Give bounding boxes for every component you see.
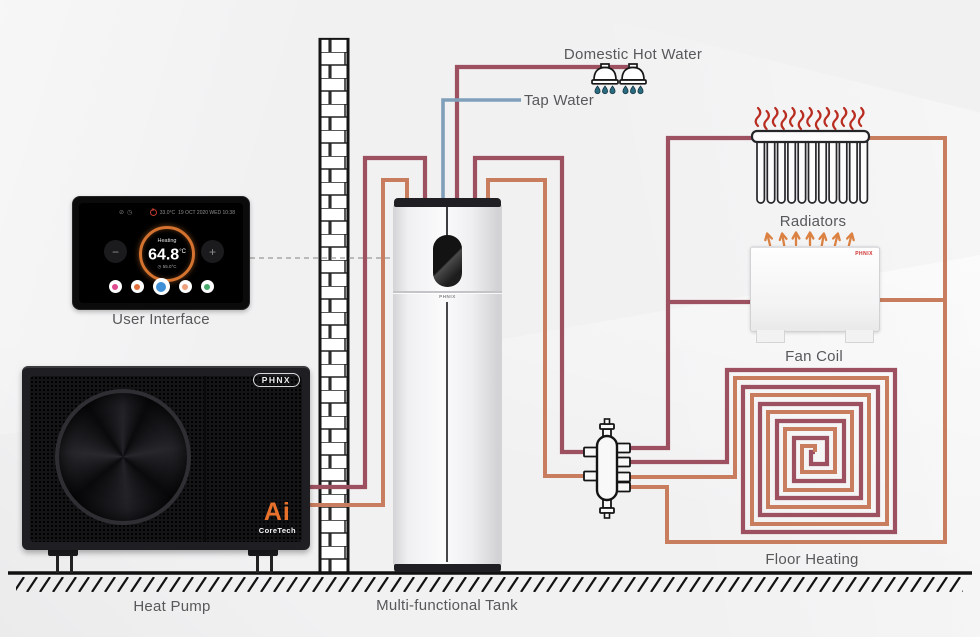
- label-heat-pump: Heat Pump: [133, 598, 211, 615]
- outdoor-temp: 33.0°C: [159, 209, 176, 216]
- fan-coil-unit: PHNIX: [750, 246, 880, 343]
- user-interface-panel: ⊘ ◷ 33.0°C 19 OCT 2020 WED 10:38 − Heati…: [72, 196, 250, 310]
- heat-pump-unit: PHNX Ai CoreTech: [22, 366, 310, 550]
- fan-coil-air-arrows: [762, 231, 857, 248]
- heat-pump-leg: [70, 552, 73, 573]
- power-icon: [149, 209, 157, 216]
- label-radiators: Radiators: [779, 213, 847, 230]
- current-temperature: 64.8°C: [148, 246, 186, 264]
- target-temperature: ◷ 55.0°C: [157, 263, 177, 269]
- thermostat-screen: ⊘ ◷ 33.0°C 19 OCT 2020 WED 10:38 − Heati…: [79, 203, 243, 303]
- mode-button-pink: [108, 280, 122, 293]
- label-domestic-hot-water: Domestic Hot Water: [563, 46, 703, 63]
- brick-wall: [318, 37, 350, 573]
- ai-coretech-logo: Ai CoreTech: [258, 497, 296, 535]
- tank-display-window: [433, 235, 462, 287]
- mode-button-row: [79, 278, 243, 295]
- mode-label: Heating: [157, 238, 177, 245]
- fan-coil-brand-label: PHNIX: [855, 251, 873, 257]
- brand-badge: PHNX: [252, 373, 300, 387]
- temperature-dial: Heating 64.8°C ◷ 55.0°C: [139, 226, 195, 282]
- label-fan-coil: Fan Coil: [785, 348, 843, 365]
- ground: [8, 571, 972, 592]
- timer-icon: ◷: [127, 210, 133, 216]
- lock-icon: ⊘: [119, 210, 125, 216]
- radiator-unit: [750, 106, 871, 204]
- temp-increase-button: +: [201, 240, 224, 263]
- heat-wave-icons: [754, 106, 865, 131]
- tank-brand-label: PHNIX: [439, 294, 456, 299]
- mode-button-blue-active: [152, 278, 170, 295]
- clock-icon: ◷: [157, 263, 162, 269]
- label-multi-functional-tank: Multi-functional Tank: [376, 597, 518, 614]
- datetime-text: 19 OCT 2020 WED 10:38: [178, 209, 235, 216]
- label-floor-heating: Floor Heating: [765, 551, 859, 568]
- pipe-tank-to-domestic-hot-water: [454, 64, 628, 212]
- label-tap-water: Tap Water: [524, 92, 595, 109]
- heat-pump-leg: [56, 552, 59, 573]
- temp-decrease-button: −: [104, 240, 127, 263]
- multi-functional-tank: PHNIX: [393, 198, 502, 572]
- pipe-separator-to-tank-return: [486, 178, 585, 478]
- mode-button-orange: [130, 280, 144, 293]
- label-user-interface: User Interface: [112, 311, 210, 328]
- fan-icon: [55, 389, 191, 525]
- mode-button-green: [200, 280, 214, 293]
- hydraulic-separator: [583, 418, 631, 519]
- mode-button-peach: [178, 280, 192, 293]
- pipe-tank-to-heatpump-return: [300, 178, 409, 507]
